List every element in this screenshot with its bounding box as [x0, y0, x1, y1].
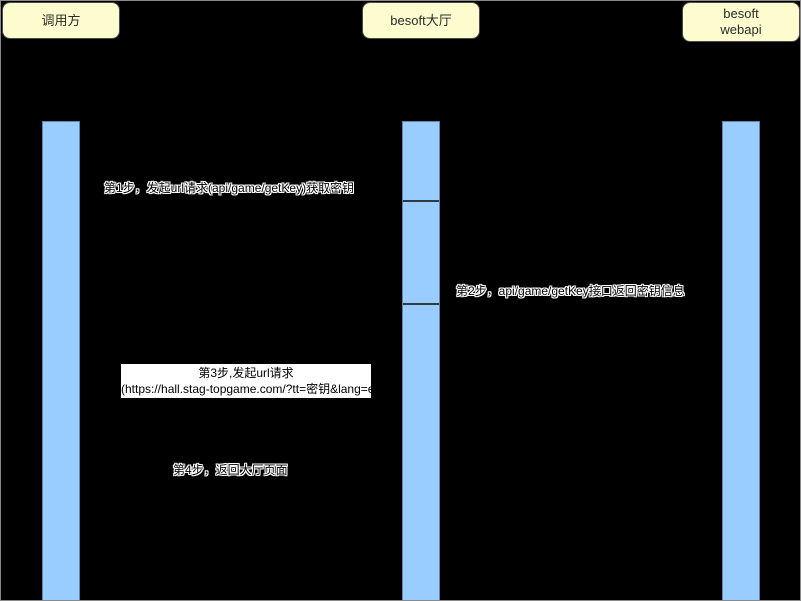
actor-box-besoft-hall: besoft大厅 [362, 2, 480, 39]
message-label-step3-line2: (https://hall.stag-topgame.com/?tt=密钥&la… [121, 382, 386, 396]
activation-bar-besoft-webapi [722, 121, 760, 600]
message-label-step3-line1: 第3步,发起url请求 [198, 366, 294, 380]
actor-label-caller: 调用方 [41, 12, 81, 28]
message-label-step3: 第3步,发起url请求 (https://hall.stag-topgame.c… [121, 364, 386, 398]
activation-segment-divider-1 [403, 200, 439, 202]
message-label-step4: 第4步，返回大厅页面 [173, 463, 288, 477]
actor-box-caller: 调用方 [2, 2, 120, 39]
actor-label-besoft-webapi-line1: besoft [723, 6, 759, 21]
message-label-step1: 第1步，发起url请求(api/game/getKey)获取密钥 [104, 181, 355, 195]
activation-bar-caller [42, 121, 80, 600]
activation-segment-divider-2 [403, 303, 439, 305]
activation-bar-besoft-hall [402, 121, 440, 600]
actor-label-besoft-webapi-line2: webapi [720, 22, 762, 37]
actor-label-besoft-hall: besoft大厅 [390, 12, 452, 28]
message-label-step2: 第2步，api/game/getKey接口返回密钥信息 [456, 284, 685, 298]
actor-box-besoft-webapi: besoft webapi [682, 2, 800, 42]
